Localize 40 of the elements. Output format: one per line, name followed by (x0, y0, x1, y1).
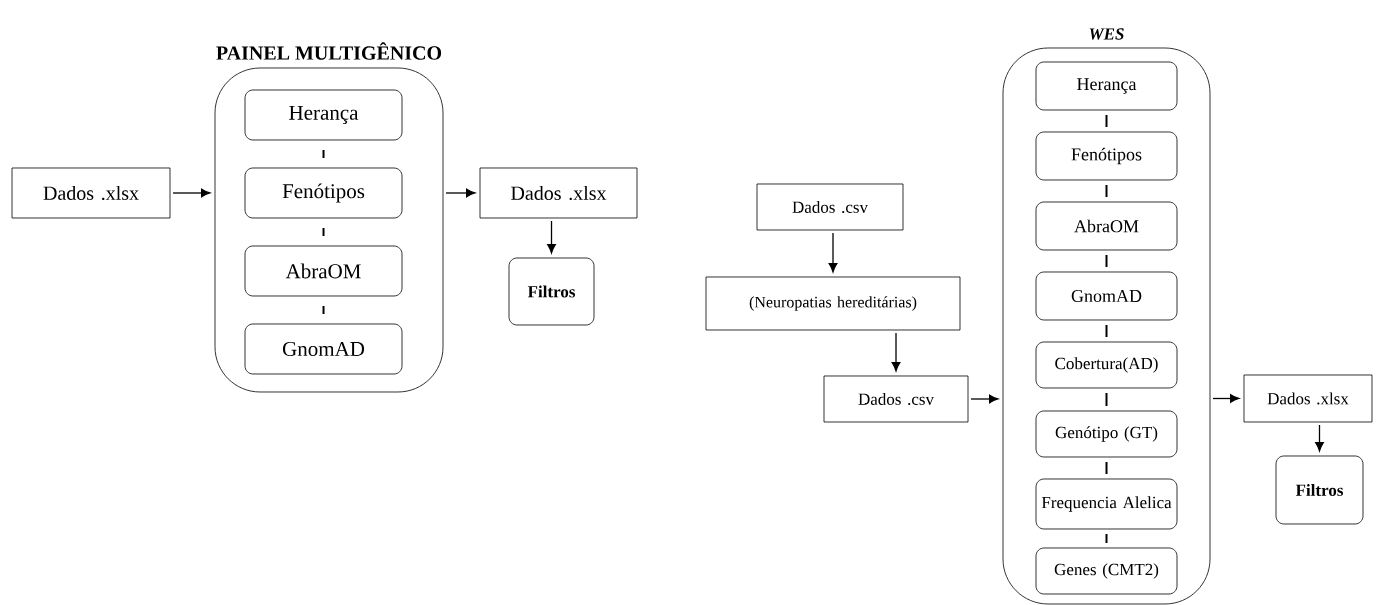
step-box: Genótipo (GT) (1035, 410, 1178, 458)
connector-line (1105, 461, 1108, 475)
step-box: AbraOM (244, 245, 403, 297)
connector-line (1105, 184, 1108, 198)
connector-line (322, 227, 325, 237)
filter-box: Filtros (508, 257, 595, 326)
step-box: GnomAD (244, 323, 403, 375)
connector-line (322, 149, 325, 159)
connector-line (1105, 533, 1108, 544)
step-box: GnomAD (1035, 271, 1178, 321)
data-box: Dados .xlsx (1243, 374, 1373, 423)
arrow (1315, 424, 1324, 452)
connector-line (1105, 392, 1108, 407)
connector-line (1105, 254, 1108, 268)
arrow (1212, 394, 1240, 403)
data-box: (Neuropatias hereditárias) (705, 276, 961, 331)
connector-line (1105, 324, 1108, 338)
step-box: Frequencia Alelica (1035, 478, 1178, 530)
filter-box: Filtros (1275, 455, 1364, 525)
arrow (445, 188, 476, 198)
step-box: Fenótipos (244, 167, 403, 219)
step-box: Genes (CMT2) (1035, 547, 1178, 595)
step-box: Herança (1035, 61, 1178, 111)
group-heading: WES (1089, 28, 1124, 40)
arrow (828, 232, 838, 273)
data-box: Dados .csv (756, 183, 904, 231)
step-box: AbraOM (1035, 201, 1178, 251)
step-box: Fenótipos (1035, 131, 1178, 181)
arrow (970, 394, 999, 404)
data-box: Dados .xlsx (11, 167, 171, 219)
data-box: Dados .xlsx (479, 167, 638, 219)
connector-line (1105, 114, 1108, 128)
step-box: Herança (244, 89, 403, 141)
arrow (891, 332, 901, 372)
group-heading: PAINEL MULTIGÊNICO (216, 42, 442, 60)
connector-line (322, 305, 325, 315)
data-box: Dados .csv (823, 375, 969, 423)
arrow (547, 220, 556, 254)
step-box: Cobertura(AD) (1035, 341, 1178, 389)
arrow (172, 188, 211, 198)
